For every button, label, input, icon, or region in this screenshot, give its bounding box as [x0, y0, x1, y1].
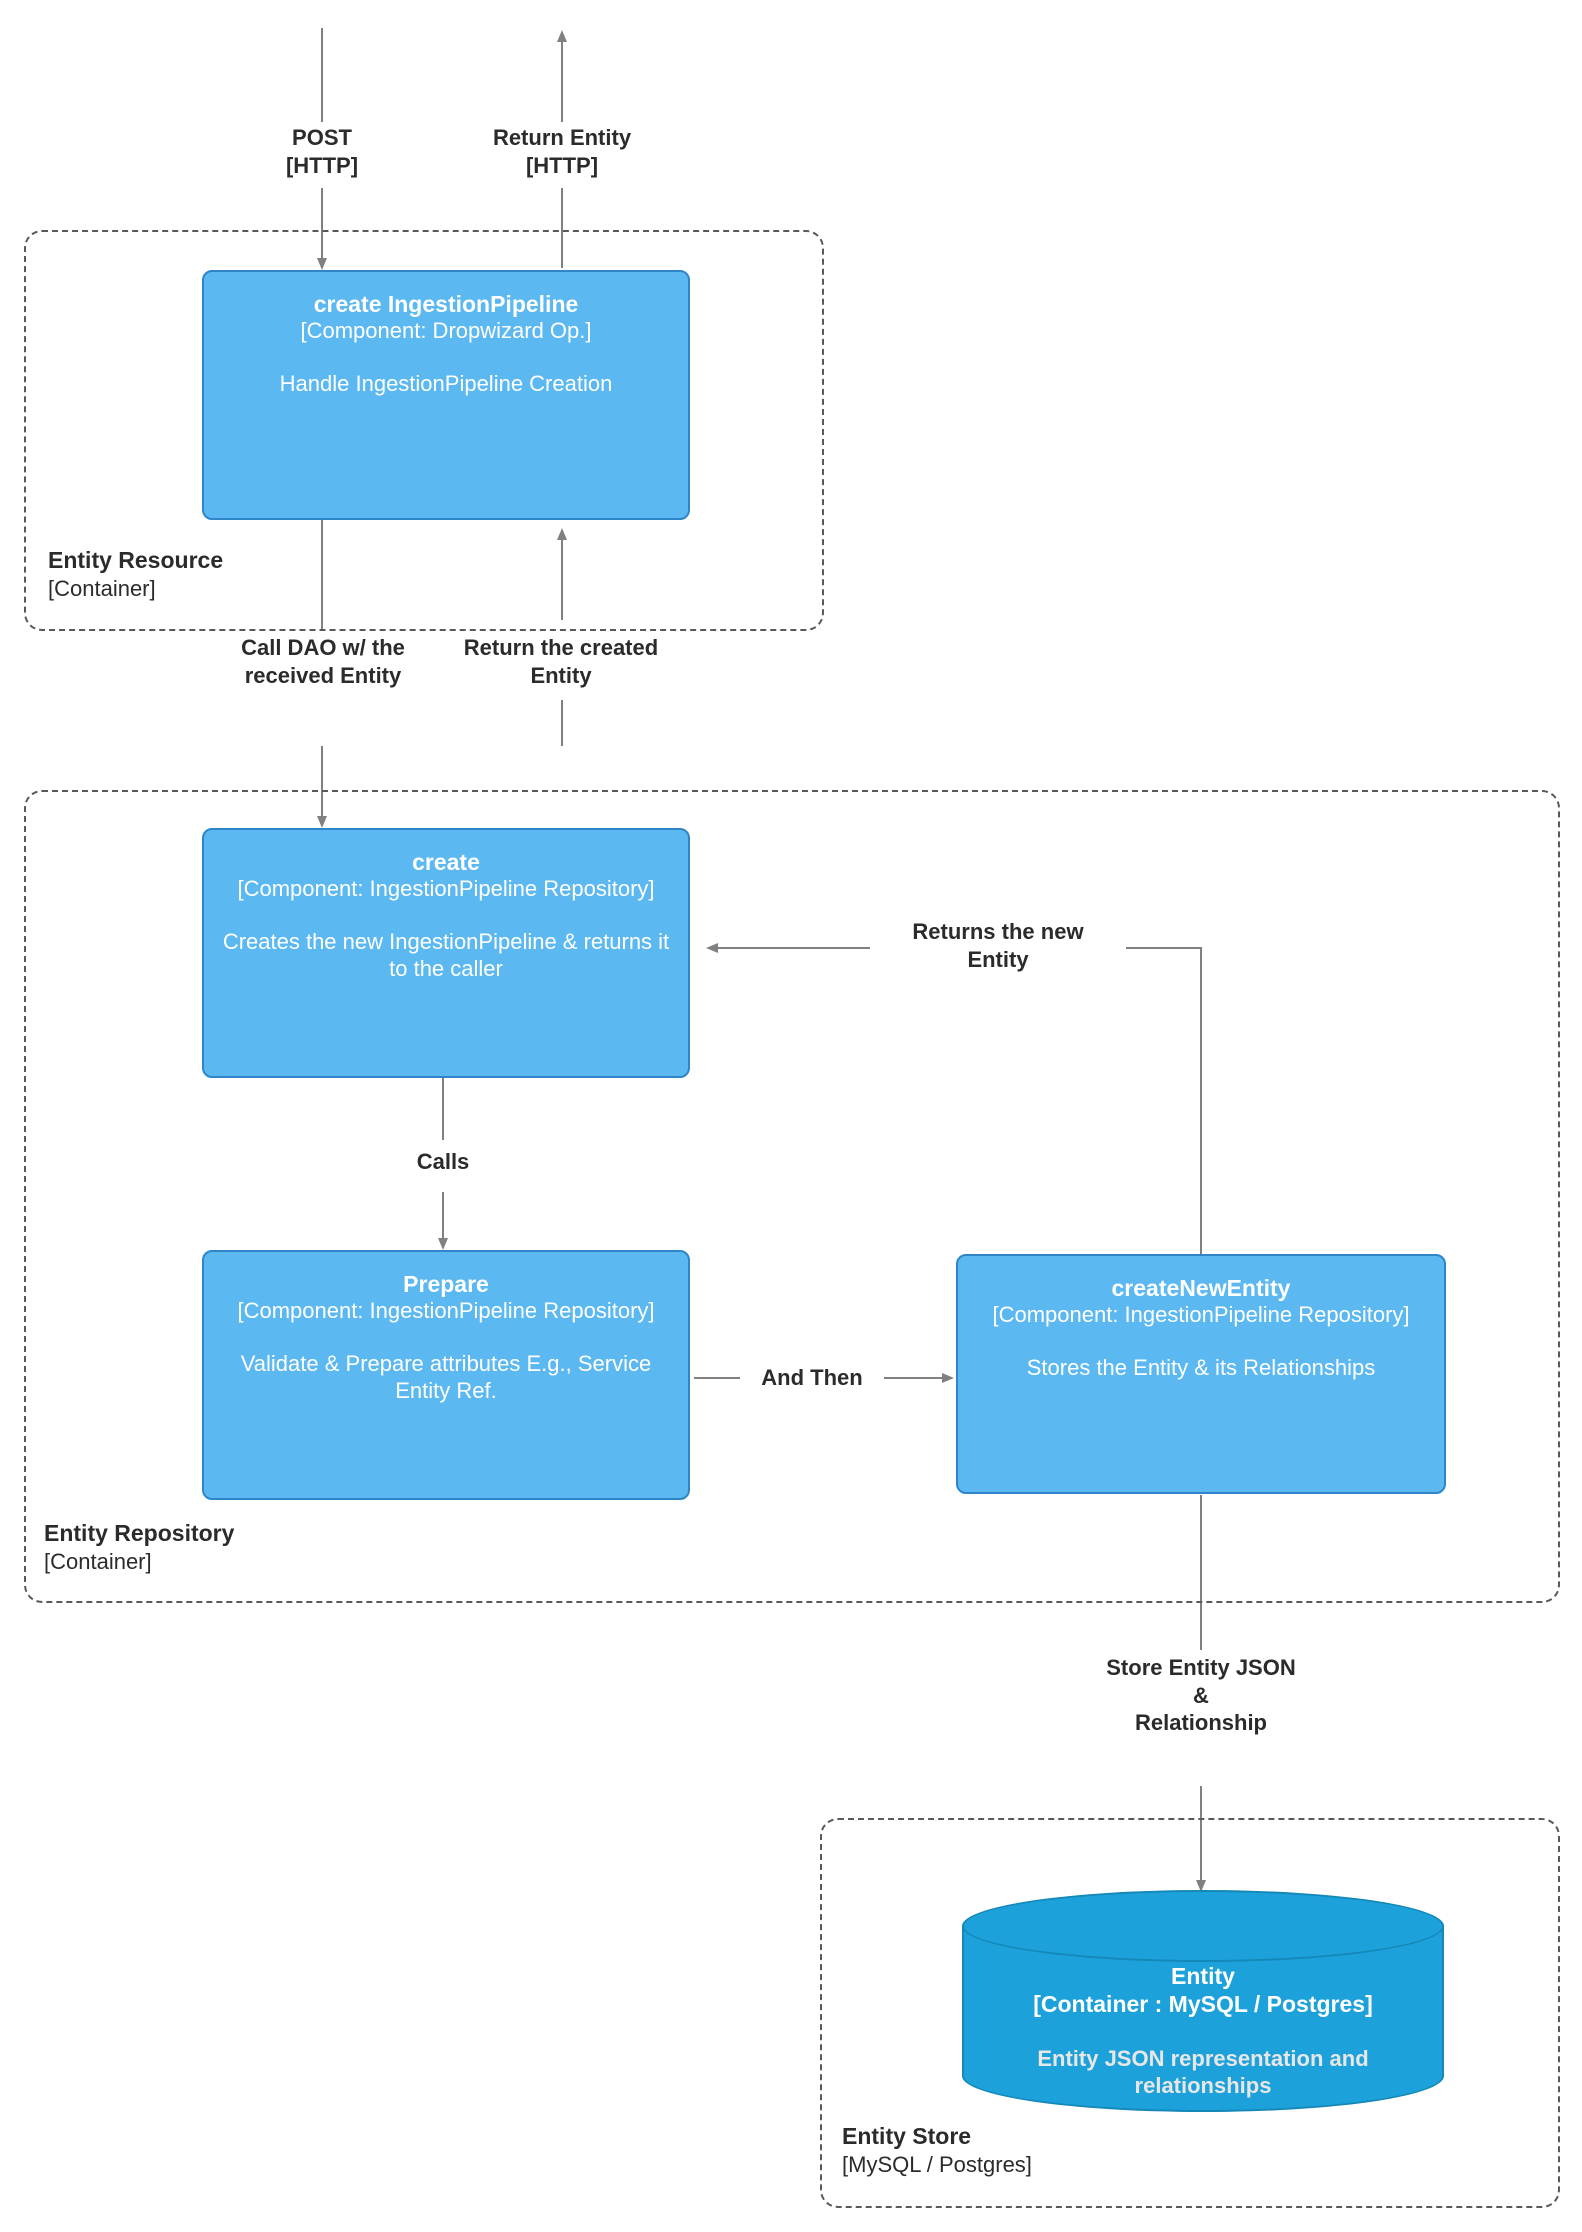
edge-label-call-dao: Call DAO w/ the received Entity: [212, 634, 434, 689]
boundary-entity-resource-label: Entity Resource [Container]: [48, 546, 223, 604]
edge-label-and-then: And Then: [740, 1364, 884, 1392]
component-create-ingestion-pipeline[interactable]: create IngestionPipeline [Component: Dro…: [202, 270, 690, 520]
boundary-entity-store-name: Entity Store: [842, 2123, 972, 2149]
edge-label-calls: Calls: [383, 1148, 503, 1176]
edge-label-post-http: POST [HTTP]: [222, 124, 422, 179]
component-create-name: create: [412, 849, 480, 875]
boundary-entity-repository-tech: [Container]: [44, 1549, 152, 1575]
component-create-new-entity[interactable]: createNewEntity [Component: IngestionPip…: [956, 1254, 1446, 1494]
edge-label-return-created-entity: Return the created Entity: [430, 634, 692, 689]
database-entity-name: Entity: [1171, 1963, 1235, 1989]
edge-label-return-entity-http: Return Entity [HTTP]: [442, 124, 682, 179]
database-entity[interactable]: Entity [Container : MySQL / Postgres] En…: [962, 1890, 1444, 2114]
database-top-ellipse: [962, 1890, 1444, 1962]
boundary-entity-resource-tech: [Container]: [48, 576, 156, 602]
component-create-ingestion-pipeline-name: create IngestionPipeline: [313, 291, 579, 317]
database-entity-tech: [Container : MySQL / Postgres]: [1033, 1991, 1373, 2018]
boundary-entity-repository: [24, 790, 1560, 1603]
component-create-new-entity-name: createNewEntity: [1111, 1275, 1291, 1301]
boundary-entity-repository-name: Entity Repository: [44, 1520, 235, 1546]
component-create-ingestion-pipeline-desc: Handle IngestionPipeline Creation: [279, 370, 613, 396]
database-entity-text: Entity [Container : MySQL / Postgres] En…: [962, 1962, 1444, 2100]
component-prepare-name: Prepare: [403, 1271, 489, 1297]
boundary-entity-repository-label: Entity Repository [Container]: [44, 1519, 234, 1577]
boundary-entity-store-label: Entity Store [MySQL / Postgres]: [842, 2122, 1032, 2180]
component-create-new-entity-desc: Stores the Entity & its Relationships: [1026, 1354, 1376, 1380]
boundary-entity-store: [820, 1818, 1560, 2208]
edge-label-returns-new-entity: Returns the new Entity: [870, 918, 1126, 973]
component-create-tech: [Component: IngestionPipeline Repository…: [237, 876, 655, 902]
boundary-entity-store-tech: [MySQL / Postgres]: [842, 2152, 1032, 2178]
component-create-new-entity-tech: [Component: IngestionPipeline Repository…: [992, 1302, 1410, 1328]
component-create[interactable]: create [Component: IngestionPipeline Rep…: [202, 828, 690, 1078]
boundary-entity-resource-name: Entity Resource: [48, 547, 224, 573]
component-create-ingestion-pipeline-tech: [Component: Dropwizard Op.]: [300, 318, 592, 344]
boundary-entity-resource: [24, 230, 824, 631]
edge-label-store-entity-json: Store Entity JSON & Relationship: [1075, 1654, 1327, 1737]
component-prepare-desc: Validate & Prepare attributes E.g., Serv…: [240, 1350, 652, 1403]
database-entity-desc: Entity JSON representation and relations…: [1037, 2046, 1369, 2098]
component-create-desc: Creates the new IngestionPipeline & retu…: [222, 928, 670, 981]
component-prepare-tech: [Component: IngestionPipeline Repository…: [237, 1298, 655, 1324]
component-prepare[interactable]: Prepare [Component: IngestionPipeline Re…: [202, 1250, 690, 1500]
